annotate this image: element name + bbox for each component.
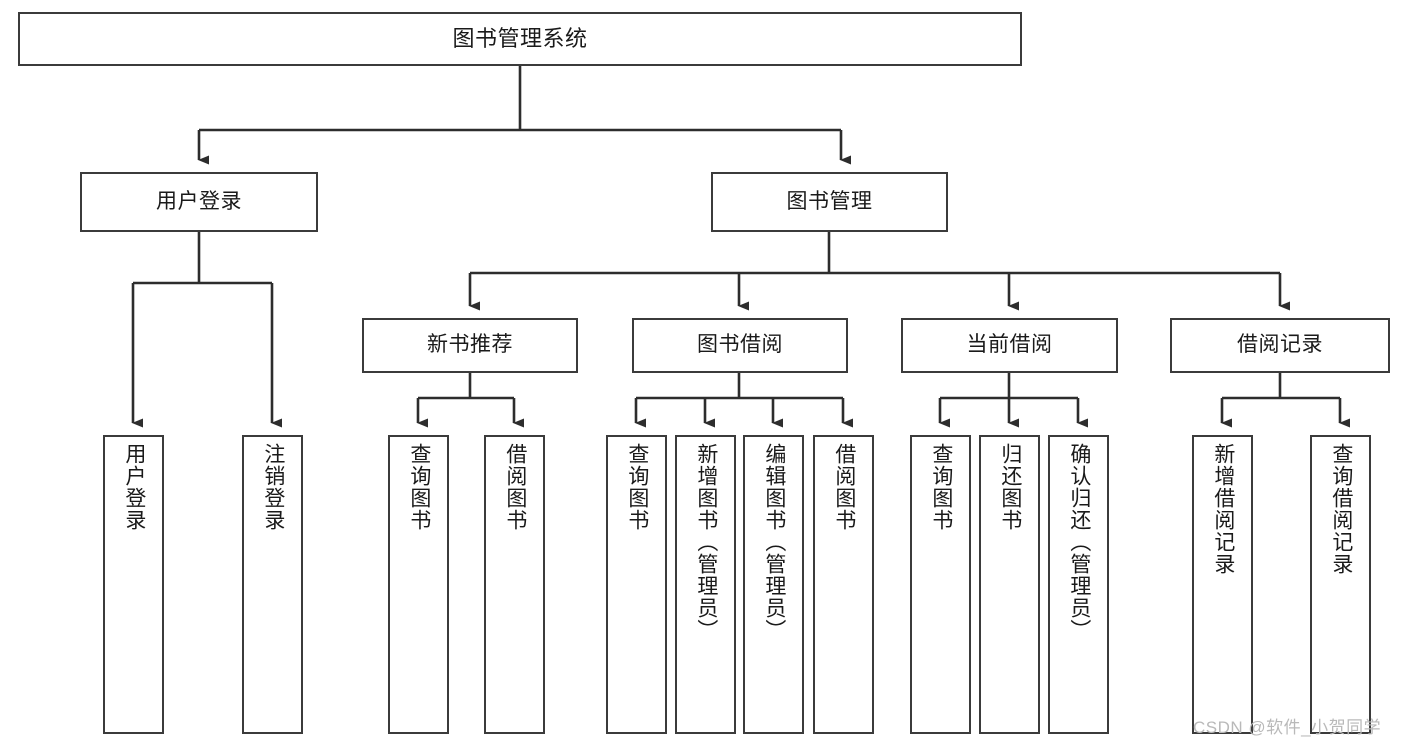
node-leaf-query-book-2[interactable]: 查询图书 <box>606 435 667 734</box>
node-book-borrow-label: 图书借阅 <box>697 333 783 357</box>
node-leaf-borrow-book-1[interactable]: 借阅图书 <box>484 435 545 734</box>
node-new-book-recommend-label: 新书推荐 <box>427 333 513 357</box>
node-leaf-query-book-1[interactable]: 查询图书 <box>388 435 449 734</box>
node-borrow-record-label: 借阅记录 <box>1237 333 1323 357</box>
node-leaf-user-login[interactable]: 用户登录 <box>103 435 164 734</box>
node-current-borrow-label: 当前借阅 <box>966 333 1053 357</box>
node-leaf-confirm-return-label: 确认归还（管理员） <box>1067 443 1091 641</box>
node-leaf-add-record[interactable]: 新增借阅记录 <box>1192 435 1253 734</box>
node-leaf-query-book-3[interactable]: 查询图书 <box>910 435 971 734</box>
node-leaf-return-book[interactable]: 归还图书 <box>979 435 1040 734</box>
node-leaf-query-book-1-label: 查询图书 <box>407 443 431 531</box>
node-leaf-user-logout-label: 注销登录 <box>261 443 285 531</box>
node-borrow-record[interactable]: 借阅记录 <box>1170 318 1390 373</box>
node-new-book-recommend[interactable]: 新书推荐 <box>362 318 578 373</box>
node-root[interactable]: 图书管理系统 <box>18 12 1022 66</box>
node-book-management[interactable]: 图书管理 <box>711 172 948 232</box>
node-leaf-edit-book[interactable]: 编辑图书（管理员） <box>743 435 804 734</box>
node-leaf-query-record[interactable]: 查询借阅记录 <box>1310 435 1371 734</box>
node-root-label: 图书管理系统 <box>452 26 588 52</box>
node-leaf-query-record-label: 查询借阅记录 <box>1329 443 1353 575</box>
node-leaf-borrow-book-1-label: 借阅图书 <box>503 443 527 531</box>
node-leaf-borrow-book-2[interactable]: 借阅图书 <box>813 435 874 734</box>
node-leaf-user-login-label: 用户登录 <box>122 443 146 531</box>
node-leaf-query-book-2-label: 查询图书 <box>625 443 649 531</box>
node-leaf-query-book-3-label: 查询图书 <box>929 443 953 531</box>
node-leaf-borrow-book-2-label: 借阅图书 <box>832 443 856 531</box>
node-user-login[interactable]: 用户登录 <box>80 172 318 232</box>
node-leaf-add-book[interactable]: 新增图书（管理员） <box>675 435 736 734</box>
node-leaf-add-book-label: 新增图书（管理员） <box>694 443 718 641</box>
node-leaf-edit-book-label: 编辑图书（管理员） <box>762 443 786 641</box>
node-current-borrow[interactable]: 当前借阅 <box>901 318 1118 373</box>
node-leaf-user-logout[interactable]: 注销登录 <box>242 435 303 734</box>
node-book-borrow[interactable]: 图书借阅 <box>632 318 848 373</box>
node-user-login-label: 用户登录 <box>156 189 242 213</box>
node-leaf-add-record-label: 新增借阅记录 <box>1211 443 1235 575</box>
node-leaf-confirm-return[interactable]: 确认归还（管理员） <box>1048 435 1109 734</box>
csdn-watermark: CSDN @软件_小贺同学 <box>1193 718 1382 737</box>
node-book-management-label: 图书管理 <box>786 189 873 213</box>
node-leaf-return-book-label: 归还图书 <box>998 443 1022 531</box>
